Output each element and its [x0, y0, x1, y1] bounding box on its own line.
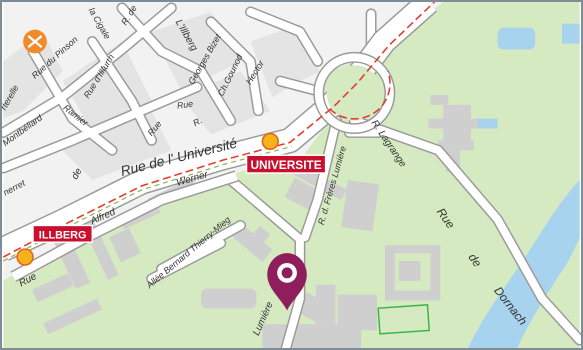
tram-stop-icon-universite[interactable] [261, 132, 279, 151]
pond-3 [475, 118, 498, 129]
tram-line [2, 2, 435, 258]
stop-label-illberg: ILLBERG [39, 229, 87, 241]
main-road [2, 2, 436, 260]
pond-1 [497, 27, 536, 50]
location-pin-icon[interactable] [267, 253, 307, 311]
street-label-rue-r: Rue [176, 99, 194, 111]
tram-line-loop [329, 70, 391, 120]
minor-roads-fill [2, 3, 581, 348]
tram-stop-icon-illberg[interactable] [16, 248, 34, 266]
street-label-r-short: R. [191, 115, 204, 128]
roundabout-ring-fill [314, 53, 394, 133]
sports-field [377, 303, 431, 335]
stop-label-universite: UNIVERSITE [250, 158, 321, 172]
pond-2 [561, 23, 580, 44]
stop-badge-universite[interactable]: UNIVERSITE [245, 154, 327, 174]
stop-badge-illberg[interactable]: ILLBERG [32, 224, 94, 243]
roundabout-center [326, 65, 382, 121]
werner-road [11, 171, 238, 281]
sports-field-icon[interactable] [23, 29, 47, 54]
